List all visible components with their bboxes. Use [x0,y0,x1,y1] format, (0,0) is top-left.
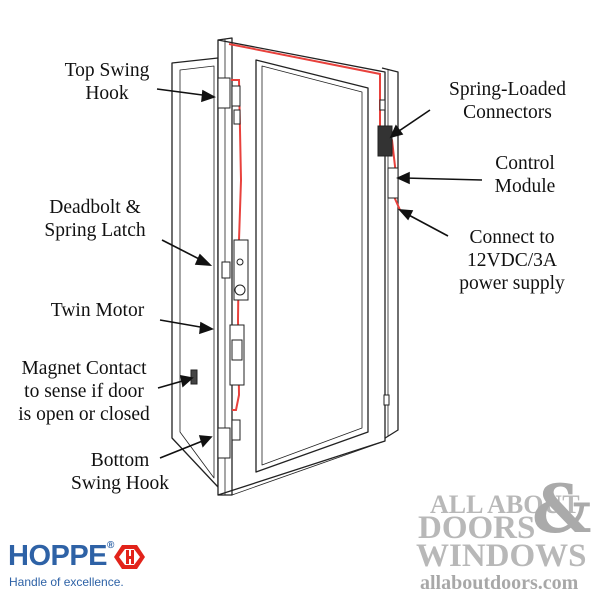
watermark-line1: ALL ABOUT [430,490,580,519]
arrow-twin-motor [159,319,207,329]
arrow-control-module [403,177,483,181]
hoppe-logo-mark [114,545,145,569]
arrow-spring-loaded [395,109,431,134]
deadbolt-part [233,239,249,301]
hoppe-brand-name: HOPPE® [8,540,114,572]
magnet-contact-part [190,369,198,385]
watermark-url: allaboutdoors.com [420,572,579,594]
watermark-ampersand: & [532,470,592,548]
top-swing-hook-part [217,77,231,109]
label-twin-motor: Twin Motor [50,300,145,321]
frame-left-jamb [171,57,219,488]
glass-panel [255,59,369,473]
label-deadbolt: Deadbolt &Spring Latch [44,197,146,241]
arrow-top-swing-hook [156,88,211,97]
connector-block [377,125,393,157]
arrow-connect-power [404,212,449,237]
control-module-part [387,167,399,199]
hoppe-tagline: Handle of excellence. [9,575,124,589]
watermark-line2: DOORS [418,510,536,546]
arrow-bottom-swing-hook [159,439,206,459]
frame-right-jamb [381,67,399,441]
watermark-line3: WINDOWS [416,538,587,574]
bottom-swing-hook-part [217,427,231,459]
